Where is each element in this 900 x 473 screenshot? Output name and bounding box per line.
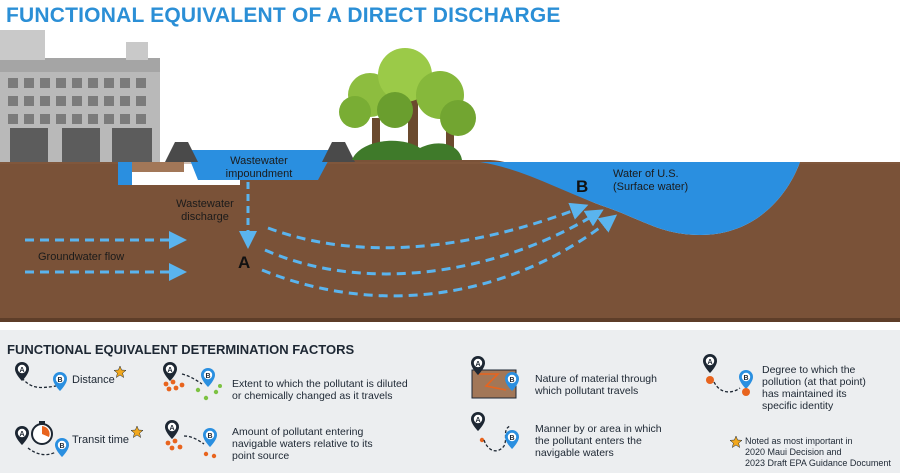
factor-manner-line1: Manner by or area in which	[535, 423, 662, 435]
distance-star-icon	[114, 366, 126, 378]
surface-water	[480, 162, 800, 235]
water-label-line2: (Surface water)	[613, 181, 688, 193]
note-line3: 2023 Draft EPA Guidance Document	[745, 458, 891, 468]
factor-identity-line1: Degree to which the	[762, 364, 856, 376]
factor-manner-line2: the pollutant enters the	[535, 435, 642, 447]
flow-arrow-1	[267, 202, 589, 250]
factor-identity-line2: pollution (at that point)	[762, 376, 866, 388]
factor-material-line2: which pollutant travels	[535, 385, 639, 397]
factor-manner-line3: navigable waters	[535, 447, 614, 459]
amount-icon: A B	[165, 420, 217, 459]
discharge-label-line2: discharge	[181, 211, 229, 223]
note-line1: Noted as most important in	[745, 436, 853, 446]
svg-text:B: B	[509, 377, 514, 384]
factor-dilution-line1: Extent to which the pollutant is diluted	[232, 378, 408, 390]
factor-amount-line1: Amount of pollutant entering	[232, 426, 364, 438]
note-line2: 2020 Maui Decision and	[745, 447, 842, 457]
discharge-diagram: Wastewater impoundment Wastewater discha…	[0, 30, 900, 322]
svg-text:A: A	[19, 367, 24, 374]
trees	[339, 48, 476, 160]
water-label-line1: Water of U.S.	[613, 168, 679, 180]
factor-distance: Distance	[72, 374, 115, 386]
svg-text:B: B	[205, 373, 210, 380]
factor-dilution-line2: or chemically changed as it travels	[232, 390, 393, 402]
factors-panel: FUNCTIONAL EQUIVALENT DETERMINATION FACT…	[0, 330, 900, 473]
impoundment-label-line1: Wastewater	[230, 155, 288, 167]
impoundment-label-line2: impoundment	[226, 168, 293, 180]
page-title: FUNCTIONAL EQUIVALENT OF A DIRECT DISCHA…	[6, 4, 561, 27]
svg-text:B: B	[207, 433, 212, 440]
point-a-label: A	[238, 253, 250, 272]
svg-text:A: A	[167, 367, 172, 374]
factor-identity-line3: has maintained its	[762, 388, 847, 400]
transit-time-icon: A B	[15, 421, 69, 457]
soil-ground	[0, 160, 900, 318]
transit-star-icon	[131, 426, 143, 438]
svg-text:B: B	[743, 375, 748, 382]
wastewater-impoundment	[186, 150, 334, 180]
material-icon: A B	[471, 356, 519, 399]
svg-text:B: B	[59, 443, 64, 450]
factor-transit-time: Transit time	[72, 434, 130, 446]
svg-text:A: A	[169, 425, 174, 432]
factor-material-line1: Nature of material through	[535, 373, 657, 385]
identity-icon: A B	[703, 354, 753, 396]
groundwater-flow-label: Groundwater flow	[38, 251, 124, 263]
flow-arrow-3	[261, 214, 618, 298]
svg-text:A: A	[475, 361, 480, 368]
discharge-label-line1: Wastewater	[176, 198, 234, 210]
note-star-icon	[730, 436, 742, 448]
svg-text:A: A	[19, 431, 24, 438]
svg-text:B: B	[57, 377, 62, 384]
factor-amount-line2: navigable waters relative to its	[232, 438, 373, 450]
svg-text:A: A	[475, 417, 480, 424]
svg-text:B: B	[509, 435, 514, 442]
factors-heading: FUNCTIONAL EQUIVALENT DETERMINATION FACT…	[7, 342, 355, 357]
factor-identity-line4: specific identity	[762, 400, 834, 412]
dilution-icon: A B	[163, 362, 222, 401]
point-b-label: B	[576, 177, 588, 196]
manner-icon: A B	[471, 412, 519, 452]
factor-amount-line3: point source	[232, 450, 290, 462]
svg-text:A: A	[707, 359, 712, 366]
distance-icon: A B	[15, 362, 67, 391]
factory-building	[0, 30, 160, 162]
